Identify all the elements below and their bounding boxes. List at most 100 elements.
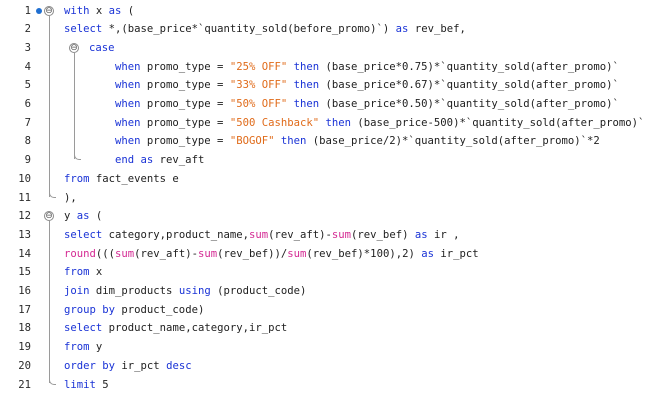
line-number: 20 xyxy=(18,359,31,372)
function-name: sum xyxy=(197,247,218,260)
code-text[interactable]: order by ir_pct desc xyxy=(64,357,192,376)
sql-keyword: then xyxy=(293,98,320,110)
code-text[interactable]: select *,(base_price*`quantity_sold(befo… xyxy=(64,20,466,39)
code-text[interactable]: join dim_products using (product_code) xyxy=(64,282,306,301)
sql-keyword: from xyxy=(64,266,90,279)
code-token: promo_type = xyxy=(140,135,230,148)
sql-keyword: select xyxy=(64,322,103,335)
line-number: 7 xyxy=(24,116,31,129)
code-text[interactable]: when promo_type = "50% OFF" then (base_p… xyxy=(115,95,619,114)
sql-keyword: from xyxy=(64,172,90,185)
function-name: sum xyxy=(287,247,307,260)
code-text[interactable]: y as ( xyxy=(64,207,102,226)
code-token: fact_events e xyxy=(89,172,179,185)
line-number: 10 xyxy=(18,172,31,185)
breakpoint-dot-icon[interactable] xyxy=(36,7,42,14)
code-token: (base_price*0.75)*`quantity_sold(after_p… xyxy=(319,60,619,73)
sql-keyword: as xyxy=(421,247,434,260)
code-line[interactable]: 17 group by product_code) xyxy=(0,301,650,320)
code-line[interactable]: 16 join dim_products using (product_code) xyxy=(0,282,650,301)
code-line[interactable]: 14 round(((sum(rev_aft)-sum(rev_bef))/sum… xyxy=(0,245,650,264)
code-line[interactable]: 3 case xyxy=(0,39,650,58)
code-line[interactable]: 7 when promo_type = "500 Cashback" then (… xyxy=(0,114,650,133)
code-text[interactable]: with x as ( xyxy=(64,2,134,21)
code-text[interactable]: when promo_type = "500 Cashback" then (b… xyxy=(115,114,644,133)
sql-keyword: then xyxy=(293,79,320,92)
sql-keyword: as xyxy=(108,4,122,17)
code-text[interactable]: end as rev_aft xyxy=(115,151,204,170)
line-number: 1 xyxy=(24,4,31,17)
code-text[interactable]: round(((sum(rev_aft)-sum(rev_bef))/sum(r… xyxy=(64,245,479,264)
line-number: 14 xyxy=(18,247,31,260)
line-number: 11 xyxy=(18,191,31,204)
code-line[interactable]: 19 from y xyxy=(0,338,650,357)
code-text[interactable]: case xyxy=(89,39,115,58)
code-token: (rev_bef) xyxy=(351,228,415,241)
code-token: ), xyxy=(64,191,77,204)
string-literal: "BOGOF" xyxy=(229,135,275,148)
code-line[interactable]: 1 with x as ( xyxy=(0,2,650,21)
code-text[interactable]: select category,product_name,sum(rev_aft… xyxy=(64,226,459,245)
code-token: (base_price/2)*`quantity_sold(after_prom… xyxy=(306,135,600,148)
code-token: (base_price*0.67)*`quantity_sold(after_p… xyxy=(319,79,619,92)
code-text[interactable]: select product_name,category,ir_pct xyxy=(64,319,287,338)
sql-keyword: as xyxy=(76,210,90,223)
code-line[interactable]: 20 order by ir_pct desc xyxy=(0,357,650,376)
line-number: 16 xyxy=(18,285,31,297)
line-number: 3 xyxy=(24,41,31,54)
code-token: category,product_name, xyxy=(102,228,249,241)
code-text[interactable]: from x xyxy=(64,263,102,282)
code-line[interactable]: 5 when promo_type = "33% OFF" then (base_… xyxy=(0,76,650,95)
line-number: 13 xyxy=(18,228,31,241)
function-name: sum xyxy=(115,247,135,260)
sql-keyword: then xyxy=(325,116,352,129)
code-text[interactable]: when promo_type = "BOGOF" then (base_pri… xyxy=(115,132,600,151)
code-text[interactable]: group by product_code) xyxy=(64,301,204,320)
code-text[interactable]: ), xyxy=(64,189,77,208)
code-token: (product_code) xyxy=(210,285,307,297)
line-number: 18 xyxy=(18,322,31,335)
code-token: rev_aft xyxy=(153,154,205,167)
line-number: 6 xyxy=(24,98,31,110)
code-token: *,(base_price*`quantity_sold(before_prom… xyxy=(102,23,396,36)
code-line[interactable]: 18 select product_name,category,ir_pct xyxy=(0,319,650,338)
code-line[interactable]: 10 from fact_events e xyxy=(0,170,650,189)
code-token: y xyxy=(89,341,103,354)
fold-collapse-icon[interactable]: ⊖ xyxy=(44,211,54,222)
fold-guide-line xyxy=(49,15,50,197)
code-line[interactable]: 9 end as rev_aft xyxy=(0,151,650,170)
sql-keyword: when xyxy=(115,116,141,129)
fold-collapse-icon[interactable]: ⊖ xyxy=(44,5,54,16)
line-number: 19 xyxy=(18,341,31,354)
fold-guide-line xyxy=(74,52,75,160)
sql-keyword: select xyxy=(64,23,103,36)
code-line[interactable]: 11), xyxy=(0,189,650,208)
code-text[interactable]: from y xyxy=(64,338,102,357)
function-name: round xyxy=(64,247,96,260)
line-number: 5 xyxy=(24,79,31,92)
code-text[interactable]: when promo_type = "33% OFF" then (base_p… xyxy=(115,76,619,95)
code-text[interactable]: when promo_type = "25% OFF" then (base_p… xyxy=(115,58,619,77)
fold-collapse-icon[interactable]: ⊖ xyxy=(69,42,79,53)
line-number: 9 xyxy=(24,154,31,167)
fold-end-marker xyxy=(49,377,56,385)
code-line[interactable]: 13 select category,product_name,sum(rev_a… xyxy=(0,226,650,245)
code-token: ir_pct xyxy=(115,359,167,372)
code-token: x xyxy=(89,4,109,17)
code-token: product_name,category,ir_pct xyxy=(102,322,288,335)
sql-keyword: with xyxy=(64,4,90,17)
line-number: 17 xyxy=(18,303,31,316)
sql-keyword: order by xyxy=(64,359,116,372)
sql-keyword: from xyxy=(64,341,90,354)
code-line[interactable]: 6 when promo_type = "50% OFF" then (base_… xyxy=(0,95,650,114)
code-text[interactable]: from fact_events e xyxy=(64,170,179,189)
code-text[interactable]: limit 5 xyxy=(64,376,109,395)
string-literal: "33% OFF" xyxy=(229,79,288,92)
